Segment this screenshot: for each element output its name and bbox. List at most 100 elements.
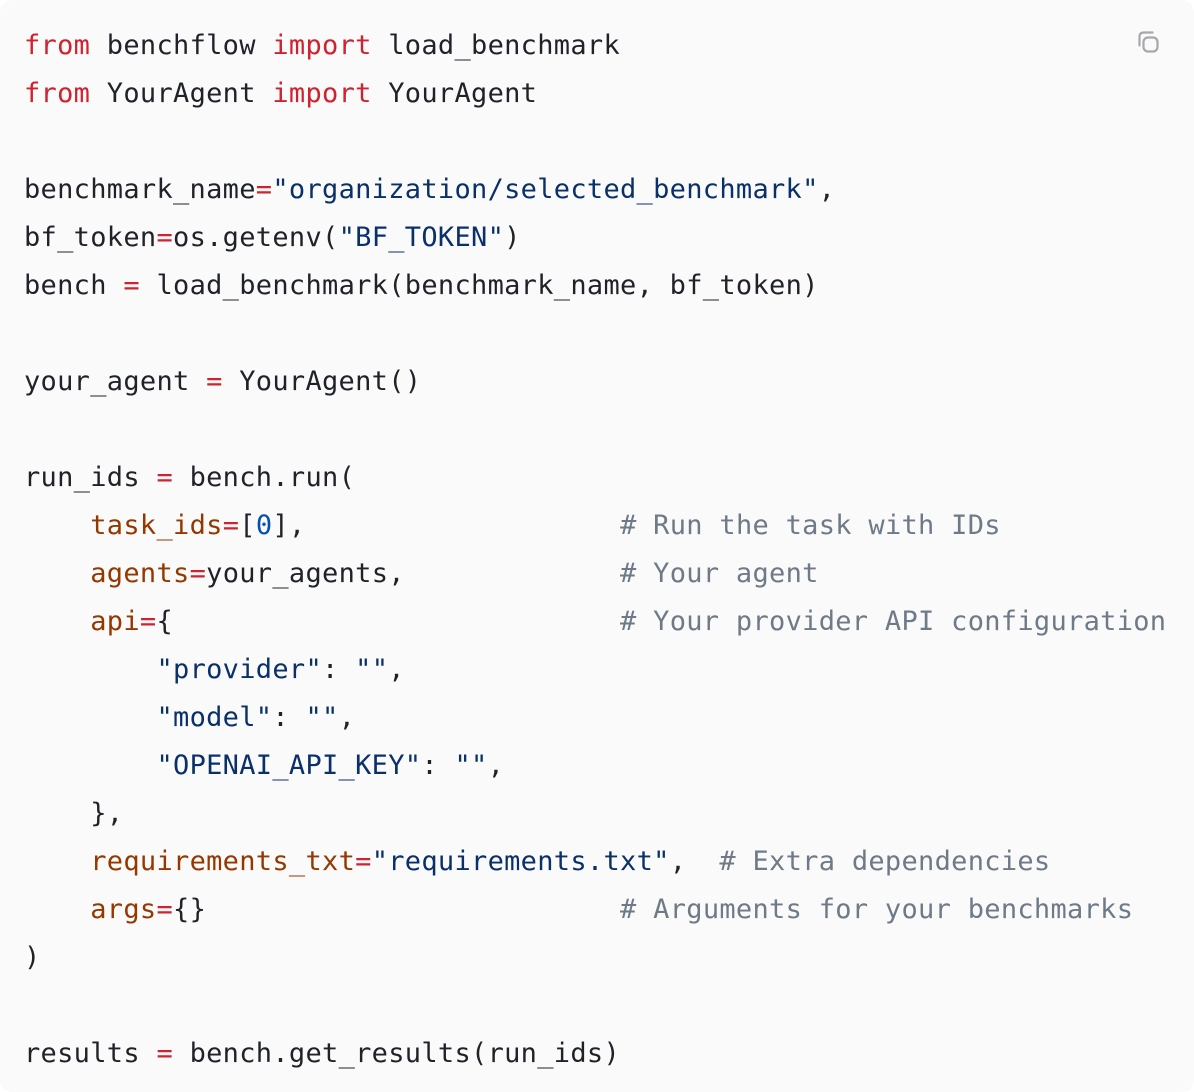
code-token: load_benchmark(benchmark_name, bf_token) [139, 270, 819, 301]
code-token: args [90, 894, 157, 925]
code-line: results = bench.get_results(run_ids) [24, 1030, 1194, 1078]
code-token: = [156, 222, 174, 253]
code-line: requirements_txt="requirements.txt", # E… [24, 838, 1194, 886]
code-token: # Arguments for your benchmarks [620, 894, 1134, 925]
code-token: benchflow [90, 30, 273, 61]
code-token [405, 558, 620, 589]
code-line: from benchflow import load_benchmark [24, 22, 1194, 70]
copy-icon [1138, 31, 1159, 53]
code-token: # Run the task with IDs [620, 510, 1001, 541]
code-line: "OPENAI_API_KEY": "", [24, 742, 1194, 790]
code-token: bench [24, 270, 124, 301]
code-token: # Your provider API configuration [620, 606, 1167, 637]
code-token: results [24, 1038, 157, 1069]
code-token: = [222, 510, 240, 541]
code-token [24, 558, 90, 589]
code-line [24, 118, 1194, 166]
code-token: import [272, 30, 372, 61]
code-token: = [355, 846, 372, 877]
code-token: bench.get_results(run_ids) [173, 1038, 621, 1069]
code-token: [ [239, 510, 256, 541]
code-token: = [255, 174, 273, 205]
code-token [24, 606, 90, 637]
code-token: ], [272, 510, 306, 541]
code-token: from [24, 78, 91, 109]
code-token: # Your agent [620, 558, 819, 589]
code-token: = [189, 558, 207, 589]
code-token: run_ids [24, 462, 157, 493]
code-token [24, 846, 90, 877]
code-token: , [818, 174, 836, 205]
code-token: your_agents, [206, 558, 405, 589]
code-token: "" [355, 654, 389, 685]
code-token: os.getenv( [173, 222, 339, 253]
code-token: {} [173, 894, 207, 925]
code-token: { [156, 606, 174, 637]
code-token: 0 [255, 510, 273, 541]
code-token: YourAgent [90, 78, 273, 109]
code-token: ) [24, 942, 41, 973]
code-line: from YourAgent import YourAgent [24, 70, 1194, 118]
code-token: }, [24, 798, 124, 829]
code-token: "organization/selected_benchmark" [272, 174, 819, 205]
code-line: "model": "", [24, 694, 1194, 742]
code-token: agents [90, 558, 190, 589]
code-token [24, 750, 156, 781]
code-token: = [156, 1038, 174, 1069]
code-line: api={ # Your provider API configuration [24, 598, 1194, 646]
code-token: api [90, 606, 140, 637]
code-token: "BF_TOKEN" [338, 222, 505, 253]
code-token: "model" [156, 702, 273, 733]
code-token: "" [305, 702, 339, 733]
code-line: "provider": "", [24, 646, 1194, 694]
code-line: run_ids = bench.run( [24, 454, 1194, 502]
code-token [24, 654, 156, 685]
code-token: import [272, 78, 372, 109]
code-token: load_benchmark [371, 30, 621, 61]
code-line: bench = load_benchmark(benchmark_name, b… [24, 262, 1194, 310]
code-token: your_agent [24, 366, 207, 397]
code-token: : [322, 654, 356, 685]
code-token [24, 894, 90, 925]
code-token: = [139, 606, 157, 637]
code-token: "requirements.txt" [371, 846, 670, 877]
code-token [686, 846, 719, 877]
code-token: = [123, 270, 140, 301]
code-token: = [206, 366, 223, 397]
code-token: , [669, 846, 687, 877]
copy-button[interactable] [1132, 26, 1164, 58]
code-token: YourAgent [371, 78, 538, 109]
code-token: task_ids [90, 510, 223, 541]
code-token: "provider" [156, 654, 323, 685]
code-line: bf_token=os.getenv("BF_TOKEN") [24, 214, 1194, 262]
code-token: = [156, 462, 174, 493]
code-line: }, [24, 790, 1194, 838]
code-token: , [388, 654, 405, 685]
code-line: args={} # Arguments for your benchmarks [24, 886, 1194, 934]
code-token: benchmark_name [24, 174, 256, 205]
code-token: "OPENAI_API_KEY" [156, 750, 422, 781]
code-token: YourAgent() [222, 366, 422, 397]
code-token: , [487, 750, 505, 781]
code-line: ) [24, 934, 1194, 982]
code-token [206, 894, 620, 925]
code-token: : [421, 750, 455, 781]
code-token: : [272, 702, 306, 733]
code-token: ) [504, 222, 521, 253]
code-line [24, 982, 1194, 1030]
code-token [24, 510, 90, 541]
code-line: benchmark_name="organization/selected_be… [24, 166, 1194, 214]
code-line: agents=your_agents, # Your agent [24, 550, 1194, 598]
code-token [173, 606, 620, 637]
code-token: bf_token [24, 222, 157, 253]
code-token: bench.run( [173, 462, 356, 493]
code-token: = [156, 894, 174, 925]
code-token: from [24, 30, 91, 61]
code-token [306, 510, 621, 541]
code-token [24, 702, 156, 733]
code-line: task_ids=[0], # Run the task with IDs [24, 502, 1194, 550]
code-token: , [338, 702, 356, 733]
code-line: your_agent = YourAgent() [24, 358, 1194, 406]
